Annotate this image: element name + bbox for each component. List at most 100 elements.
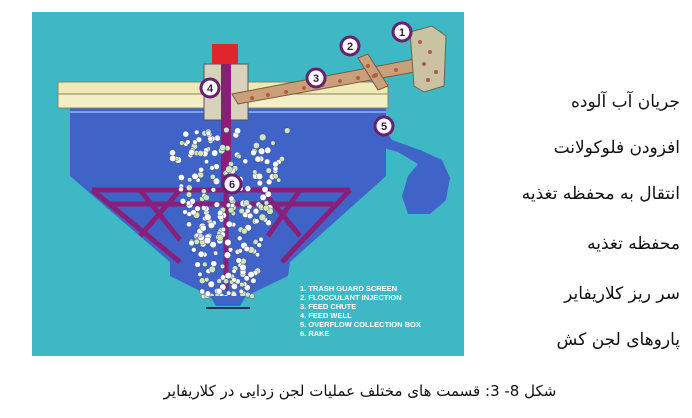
marker-5: 5 [373,115,395,137]
legend-item: 1. TRASH GUARD SCREEN [300,284,397,293]
sludge-particle [270,140,276,146]
sludge-particle [220,227,226,233]
sludge-particles [169,126,291,303]
sludge-particle [203,236,212,245]
flocculant-arm [357,53,389,91]
sludge-particle [214,134,221,142]
sludge-particle [266,178,273,186]
legend-item: 2. FLOCCULANT INJECTION [300,293,402,302]
sludge-particle [228,195,235,202]
sludge-particle [217,210,224,217]
sludge-particle [198,232,203,238]
sludge-particle [258,213,267,221]
sludge-particle [209,174,216,180]
sludge-particle [185,200,191,206]
sludge-particle [216,278,222,284]
sludge-particle [223,278,229,285]
diagram-legend: 1. TRASH GUARD SCREEN 2. FLOCCULANT INJE… [300,284,421,338]
sludge-particle [258,147,266,155]
sludge-particle [182,209,188,215]
marker-5-label: 5 [381,121,387,133]
sludge-particle [259,133,267,141]
legend-item: 3. FEED CHUTE [300,302,356,311]
sludge-particle [197,250,205,258]
marker-2: 2 [339,35,361,57]
sludge-particle [226,290,232,296]
sludge-particle [231,277,237,283]
sludge-particle [219,263,225,269]
sludge-particle [239,282,245,288]
sludge-particle [244,185,252,192]
marker-2-label: 2 [347,41,353,53]
sludge-particle [272,161,279,168]
sludge-particle [182,130,190,138]
sludge-particle [185,139,191,145]
sludge-particle [250,277,257,284]
sludge-particle [263,200,270,206]
sludge-particle [211,149,219,157]
sludge-particle [230,202,235,208]
sludge-particle [247,271,255,278]
sludge-particle [198,167,204,173]
sludge-particle [208,265,216,273]
sludge-particle [204,290,211,297]
sludge-particle [256,242,262,248]
sludge-particle [223,251,231,259]
sludge-particle [262,204,270,212]
sludge-particle [247,212,254,220]
marker-3-label: 3 [313,73,319,85]
sludge-particle [204,277,210,283]
sludge-particle [219,144,226,151]
label-contaminated-flow: جریان آب آلوده [571,92,680,112]
sludge-particle [197,150,204,157]
sludge-particle [197,171,204,179]
sludge-particle [249,293,255,299]
sludge-particle [259,194,267,201]
sludge-particle [225,165,233,173]
sludge-particle [252,239,259,245]
sludge-particle [227,206,235,214]
sludge-particle [257,203,264,210]
sludge-particle [237,248,243,254]
sludge-particle [201,205,207,211]
figure-caption: شکل 8- 3: قسمت های مختلف عملیات لجن زدای… [163,382,557,400]
sludge-particle [195,136,202,143]
sludge-particle [253,142,260,149]
sludge-particle [231,283,238,290]
marker-6: 6 [221,173,243,195]
sludge-particle [199,224,207,232]
sludge-particle [236,153,242,159]
sludge-particle [178,174,185,181]
sludge-particle [241,228,248,235]
marker-4-label: 4 [207,83,214,95]
sludge-particle [212,177,220,185]
label-sludge-rakes: پاروهای لجن کش [556,330,680,350]
sludge-particle [207,280,215,288]
legend-item: 5. OVERFLOW COLLECTION BOX [300,320,421,329]
overflow-spill [384,128,450,214]
label-feed-transfer: انتقال به محفظه تغذیه [521,184,680,204]
center-shaft [221,60,231,190]
marker-1: 1 [391,21,413,43]
marker-4: 4 [199,77,221,99]
sludge-particle [253,218,260,224]
sludge-particle [284,127,291,134]
sludge-particle [223,126,230,133]
sludge-particle [245,208,251,214]
sludge-particle [194,261,201,268]
sludge-particle [213,201,220,208]
legend-item: 6. RAKE [300,329,330,338]
sludge-particle [243,275,250,282]
sludge-particle [255,252,260,258]
sludge-particle [185,184,193,192]
marker-6-label: 6 [229,179,235,191]
sludge-particle [258,236,264,242]
sludge-particle [210,260,218,267]
sludge-particle [215,288,223,295]
sludge-particle [224,272,232,279]
sludge-particle [169,154,177,162]
sludge-particle [261,186,269,193]
marker-3: 3 [305,67,327,89]
sludge-particle [209,241,217,249]
